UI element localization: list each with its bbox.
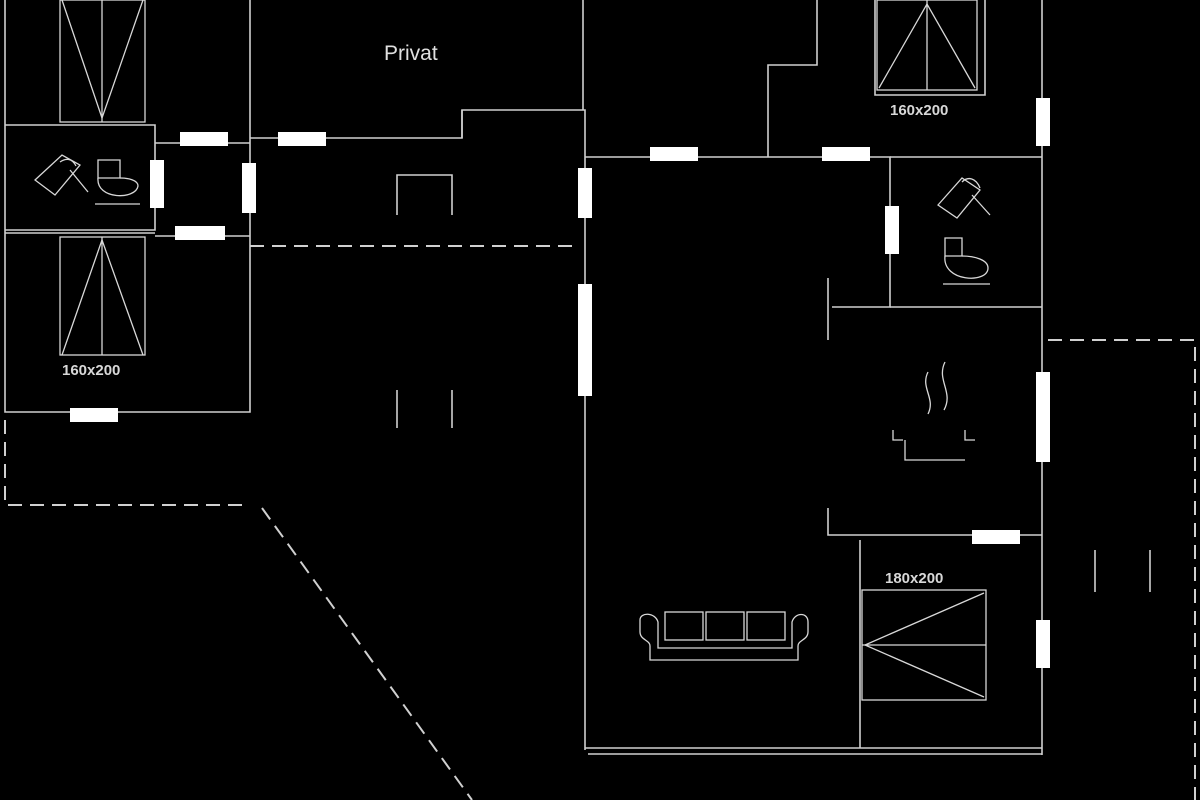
shower-icon bbox=[937, 177, 991, 219]
fireplace-icon bbox=[892, 361, 975, 461]
bed-size-label: 160x200 bbox=[890, 102, 948, 119]
toilet-icon bbox=[943, 237, 990, 285]
bed-icon bbox=[861, 589, 987, 701]
bed-size-label: 180x200 bbox=[885, 570, 943, 587]
walls bbox=[4, 0, 1151, 755]
bed-icon bbox=[876, 0, 978, 91]
bed-icon bbox=[59, 0, 146, 123]
sofa-icon bbox=[639, 611, 809, 661]
shower-icon bbox=[33, 154, 89, 196]
toilet-icon bbox=[95, 159, 140, 205]
room-label-privat: Privat bbox=[384, 42, 438, 65]
bed-icon bbox=[59, 236, 146, 356]
terrace-lines bbox=[4, 245, 1196, 800]
bed-size-label: 160x200 bbox=[62, 362, 120, 379]
windows bbox=[70, 98, 1050, 668]
